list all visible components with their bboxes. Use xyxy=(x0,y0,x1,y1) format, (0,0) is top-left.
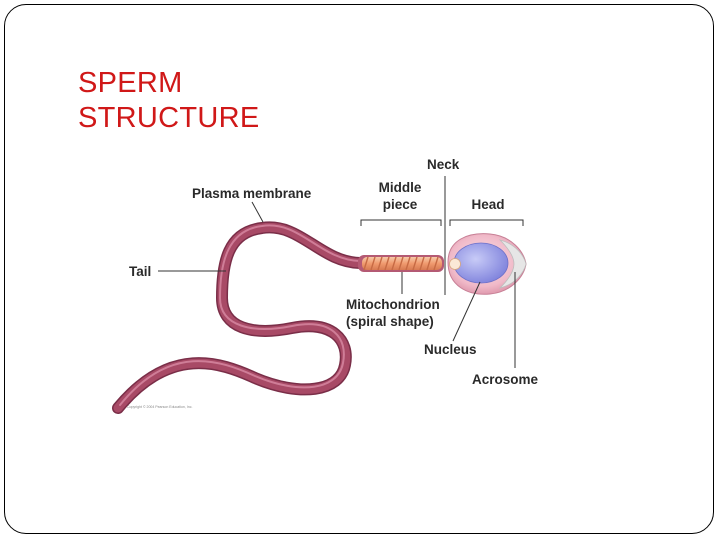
label-mitochondrion-line-2: (spiral shape) xyxy=(346,314,434,329)
acrosome xyxy=(498,239,527,289)
label-neck: Neck xyxy=(427,157,460,172)
sperm-tail xyxy=(112,221,366,414)
copyright-note: Copyright © 2004 Pearson Education, Inc. xyxy=(127,405,192,409)
sperm-head xyxy=(447,233,527,295)
label-tail: Tail xyxy=(129,264,151,279)
slide-title: SPERM STRUCTURE xyxy=(78,66,260,136)
nucleus xyxy=(453,242,509,284)
label-plasma-membrane: Plasma membrane xyxy=(192,186,312,201)
label-head: Head xyxy=(471,197,504,212)
leader-lines xyxy=(158,176,524,368)
label-middle-piece-line-2: piece xyxy=(383,197,418,212)
sperm-middle-piece xyxy=(358,255,444,272)
label-mitochondrion-line-1: Mitochondrion xyxy=(346,297,440,312)
slide-title-line-2: STRUCTURE xyxy=(78,102,260,134)
label-middle-piece-line-1: Middle xyxy=(379,180,422,195)
centriole xyxy=(449,258,461,270)
label-acrosome: Acrosome xyxy=(472,372,539,387)
label-nucleus: Nucleus xyxy=(424,342,477,357)
slide-title-line-1: SPERM xyxy=(78,67,183,99)
